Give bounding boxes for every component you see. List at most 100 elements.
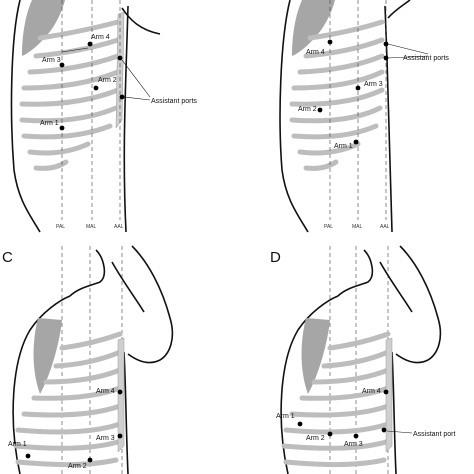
rib — [21, 123, 113, 140]
rib — [297, 141, 361, 156]
label-assistant-ports: Assistant ports — [403, 55, 449, 62]
label-arm-4: Arm 4 — [96, 388, 115, 395]
rib — [291, 123, 379, 140]
port-arm-4 — [383, 389, 389, 395]
label-arm-3: Arm 3 — [364, 81, 383, 88]
assistant-leader — [123, 96, 151, 101]
label-arm-2: Arm 2 — [306, 435, 325, 442]
label-arm-4: Arm 4 — [306, 49, 325, 56]
rib — [27, 141, 91, 156]
arm-outline — [127, 245, 174, 364]
panel-b: PAL MAL AAL Arm 4 Arm 3 Arm 2 Arm 1 Assi… — [279, 0, 449, 233]
guide-label-pal: PAL — [56, 224, 65, 230]
assistant-port — [383, 55, 389, 61]
port-arm-1 — [25, 453, 31, 459]
scapula-shape — [301, 318, 330, 394]
rib — [283, 421, 391, 435]
rib — [289, 403, 391, 418]
torso-outline — [280, 295, 339, 474]
port-arm-3 — [59, 62, 65, 68]
rib — [19, 87, 121, 107]
assistant-port — [117, 55, 123, 61]
port-arm-2 — [87, 457, 93, 463]
port-arm-4 — [87, 41, 93, 47]
port-arm-3 — [355, 85, 361, 91]
panel-letter-c: C — [2, 249, 13, 266]
panel-letter-d: D — [270, 249, 281, 266]
rib — [303, 37, 385, 59]
port-arm-1 — [353, 139, 359, 145]
rib — [307, 19, 385, 41]
rib — [21, 403, 123, 418]
panel-d: D Arm 4 Arm 3 Arm 2 Arm 1 Assist — [270, 245, 455, 474]
anterior-chest-outline — [384, 5, 393, 233]
rib — [53, 349, 123, 369]
shoulder-outline — [337, 249, 374, 297]
rib — [43, 367, 123, 385]
label-arm-3: Arm 3 — [42, 57, 61, 64]
guide-label-aal: AAL — [114, 224, 124, 230]
rib — [15, 421, 123, 435]
guide-label-mal: MAL — [86, 224, 97, 230]
arm-outline — [111, 261, 145, 313]
shoulder-outline — [69, 249, 106, 297]
port-arm-3 — [353, 433, 359, 439]
assistant-leader — [121, 59, 151, 98]
rib — [321, 349, 391, 369]
label-arm-3: Arm 3 — [344, 441, 363, 448]
rib — [289, 105, 383, 124]
label-arm-4: Arm 4 — [91, 34, 110, 41]
rib — [289, 87, 385, 107]
scapula-shape — [22, 0, 65, 56]
panel-c: C Arm 4 Arm 3 Arm 2 Arm 1 — [2, 245, 174, 474]
port-arm-4 — [117, 389, 123, 395]
label-arm-4: Arm 4 — [362, 388, 381, 395]
guide-label-pal: PAL — [324, 224, 333, 230]
rib — [21, 69, 121, 91]
label-arm-3: Arm 3 — [96, 435, 115, 442]
port-arm-2 — [93, 85, 99, 91]
rib — [15, 457, 119, 468]
anterior-chest-outline — [391, 351, 397, 474]
rib — [297, 53, 385, 75]
rib — [281, 439, 389, 451]
rib — [27, 53, 121, 75]
rib — [327, 331, 391, 351]
assistant-port — [119, 94, 125, 100]
anterior-chest-outline — [123, 351, 129, 474]
torso-outline — [279, 0, 309, 233]
costal-cartilage — [385, 337, 393, 453]
arm-outline — [387, 0, 411, 19]
rib — [303, 159, 339, 171]
rib — [33, 37, 121, 59]
rib-cage — [289, 19, 385, 171]
rib — [283, 457, 387, 468]
guide-label-mal: MAL — [352, 224, 363, 230]
rib — [31, 385, 123, 401]
guide-label-aal: AAL — [380, 224, 390, 230]
arm-outline — [395, 245, 442, 364]
scapula-shape — [33, 318, 62, 394]
label-assistant-port: Assistant port — [413, 431, 455, 438]
label-assistant-ports: Assistant ports — [151, 98, 197, 105]
costal-cartilage — [117, 337, 125, 453]
label-arm-1: Arm 1 — [8, 441, 27, 448]
port-arm-2 — [327, 431, 333, 437]
anterior-chest-outline — [123, 5, 129, 233]
panel-a: PAL MAL AAL Arm 4 Arm 3 Arm 2 Arm 1 Assi… — [10, 0, 197, 233]
rib — [59, 331, 123, 351]
label-arm-1: Arm 1 — [40, 120, 59, 127]
leader-arm-4 — [61, 47, 89, 53]
rib-cage — [281, 331, 391, 468]
assistant-leader — [387, 55, 429, 59]
assistant-port — [383, 41, 389, 47]
torso-outline — [12, 295, 71, 474]
label-arm-1: Arm 1 — [276, 413, 295, 420]
rib — [311, 367, 391, 385]
assistant-leader — [387, 43, 429, 55]
label-arm-2: Arm 2 — [98, 77, 117, 84]
torso-outline — [10, 0, 41, 233]
scapula-shape — [292, 0, 335, 56]
label-arm-2: Arm 2 — [298, 106, 317, 113]
